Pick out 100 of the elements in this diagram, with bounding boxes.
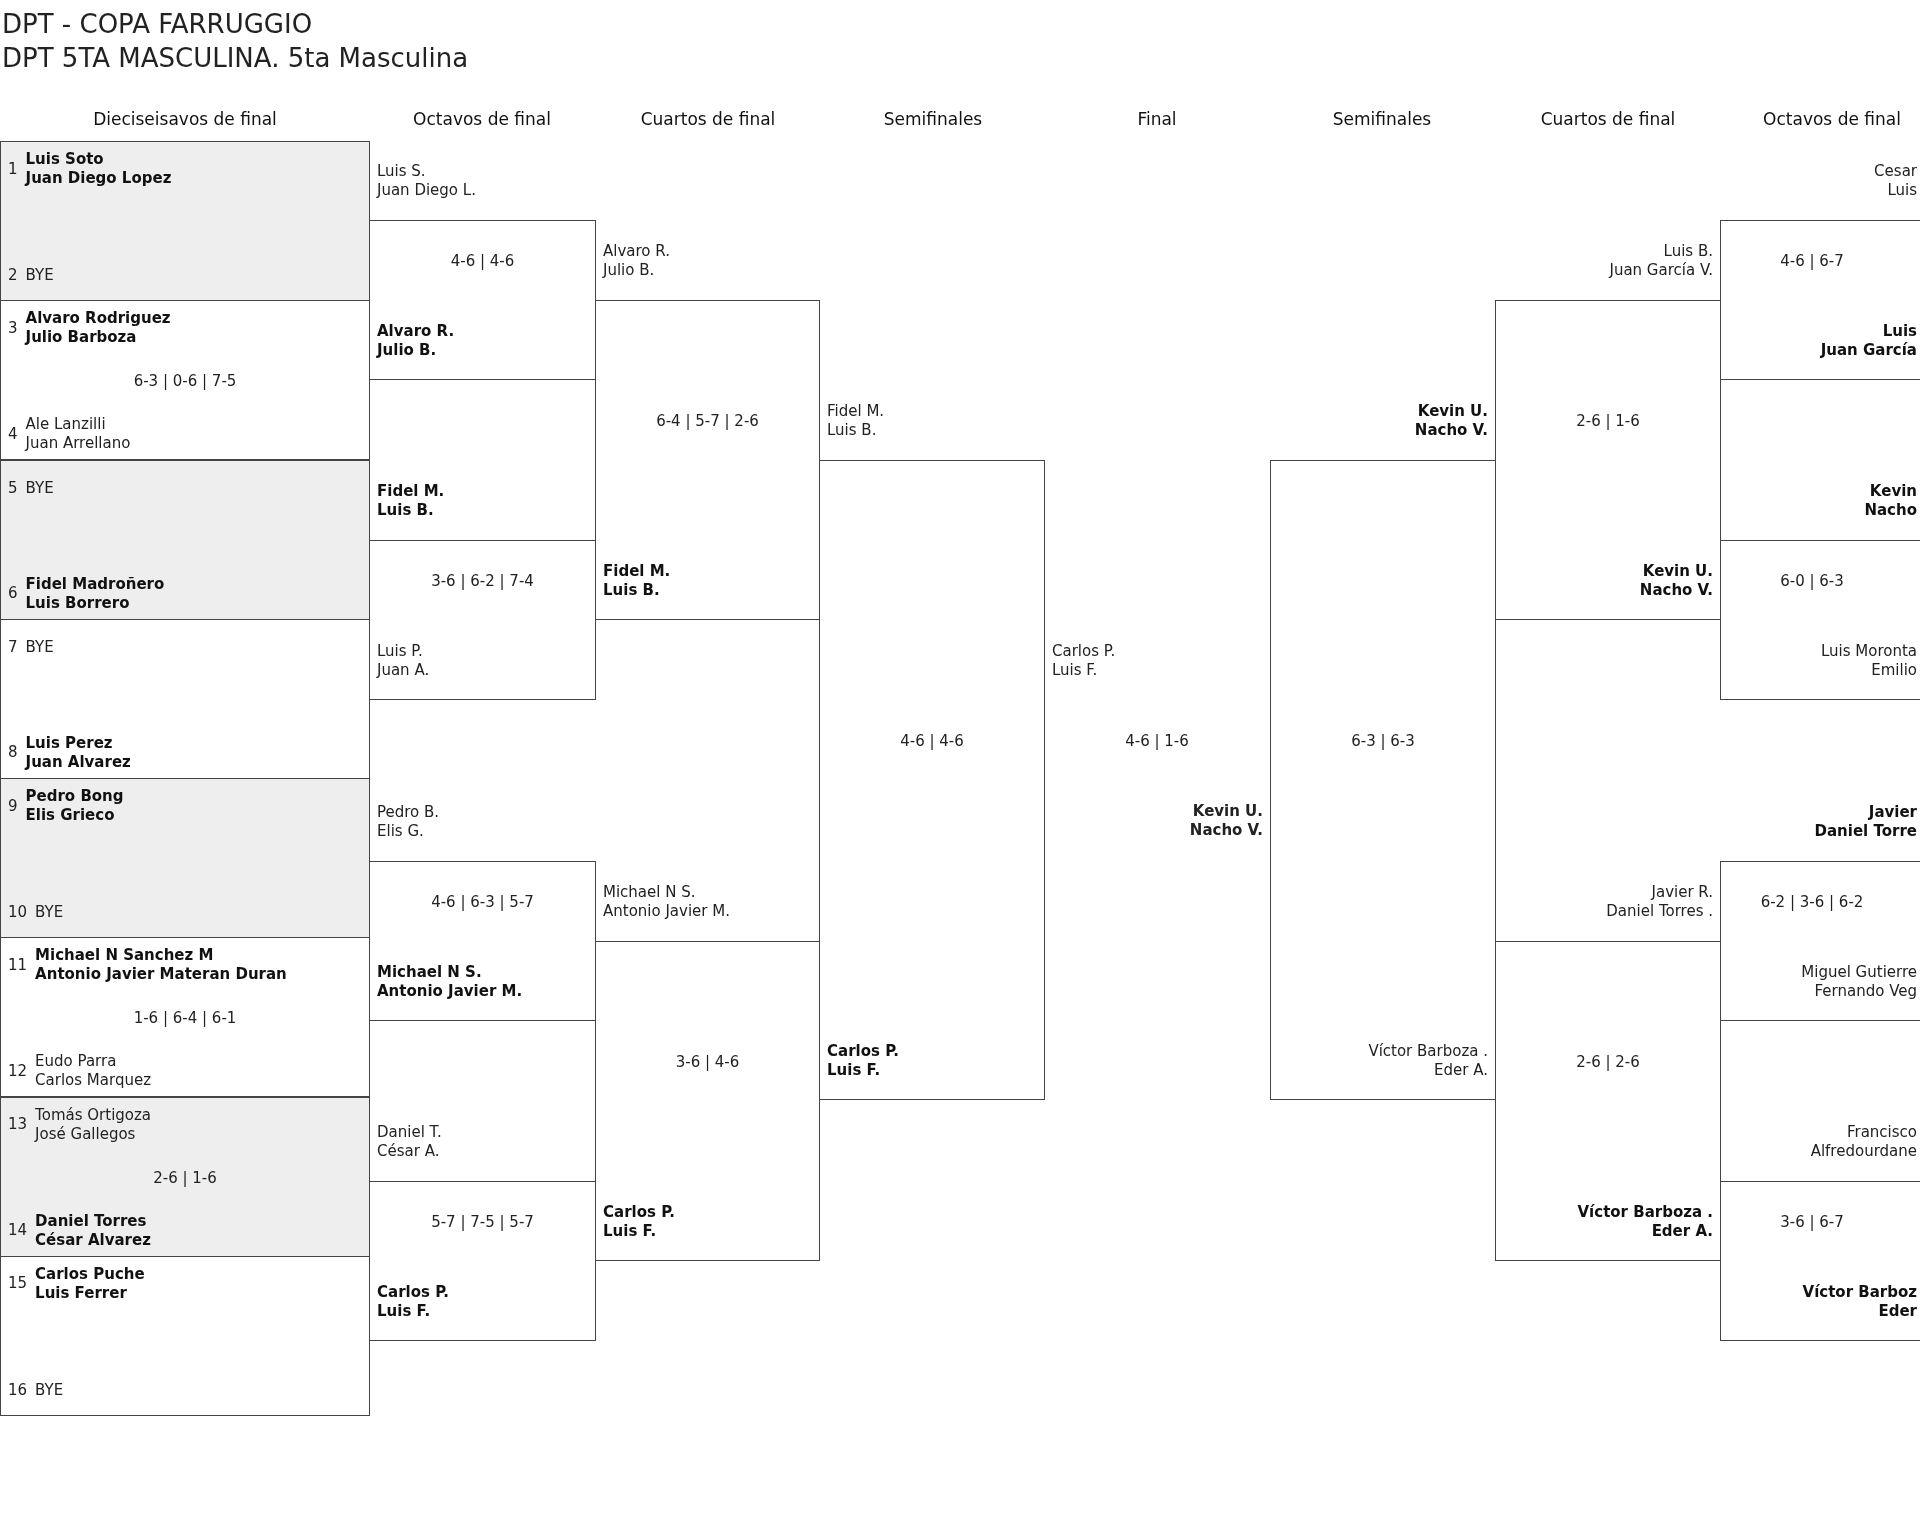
player-name: Julio Barboza <box>25 328 137 348</box>
player-name: Luis Moronta <box>1820 642 1917 662</box>
player-name: Antonio Javier Materan Duran <box>35 965 287 985</box>
player-name: Michael N S. <box>603 882 696 902</box>
match-score: 3-6 | 4-6 <box>675 1052 740 1071</box>
player-name: Juan Arrellano <box>25 434 131 454</box>
player-name: Luis S. <box>377 162 426 181</box>
match-box <box>0 778 370 938</box>
round-header: Octavos de final <box>1763 108 1901 130</box>
player-name: Juan Alvarez <box>25 752 131 772</box>
player-name: Luis Borrero <box>25 593 130 613</box>
seed-number: 14 <box>8 1221 28 1240</box>
match-box <box>0 1096 370 1257</box>
seed-number: 13 <box>8 1115 28 1134</box>
subtitle: DPT 5TA MASCULINA. 5ta Masculina <box>2 41 469 75</box>
player-name: Kevin U. <box>1417 402 1488 421</box>
match-box <box>0 141 370 301</box>
player-name: BYE <box>25 265 54 285</box>
match-score: 6-3 | 6-3 <box>1351 731 1415 751</box>
player-name: Pedro B. <box>377 802 440 822</box>
title: DPT - COPA FARRUGGIO <box>2 8 313 40</box>
seed-number: 8 <box>8 743 18 763</box>
player-name: Julio B. <box>603 261 655 280</box>
player-name: Nacho V. <box>1639 581 1713 600</box>
match-score: 4-6 | 6-7 <box>1780 251 1844 271</box>
player-name: Eder A. <box>1434 1061 1488 1080</box>
match-score: 1-6 | 6-4 | 6-1 <box>133 1008 237 1028</box>
match-score: 4-6 | 6-3 | 5-7 <box>431 892 534 912</box>
player-name: Ale Lanzilli <box>25 415 106 435</box>
player-name: BYE <box>35 902 64 922</box>
player-name: Alfredourdane <box>1810 1141 1917 1161</box>
player-name: Fidel M. <box>827 402 885 421</box>
match-score: 4-6 | 4-6 <box>900 731 964 751</box>
player-name: Daniel Torres <box>35 1211 147 1231</box>
player-name: Eudo Parra <box>35 1052 117 1072</box>
player-name: BYE <box>35 1380 64 1400</box>
player-name: Daniel Torre <box>1814 821 1917 841</box>
player-name: Luis F. <box>827 1061 881 1080</box>
seed-number: 10 <box>8 902 28 922</box>
player-name: César A. <box>377 1141 440 1161</box>
player-name: Luis <box>1887 181 1917 200</box>
player-name: Emilio <box>1871 661 1917 681</box>
player-name: Carlos P. <box>827 1042 900 1061</box>
player-name: Nacho <box>1864 501 1917 521</box>
player-name: Fernando Veg <box>1814 981 1917 1001</box>
round-header: Cuartos de final <box>640 108 776 130</box>
player-name: Fidel M. <box>603 562 671 581</box>
player-name: BYE <box>25 478 54 497</box>
player-name: Alvaro R. <box>377 322 455 341</box>
player-name: Francisco <box>1846 1122 1917 1142</box>
player-name: Víctor Barboza . <box>1368 1042 1488 1061</box>
player-name: Juan García <box>1820 341 1917 360</box>
seed-number: 1 <box>8 159 18 179</box>
seed-number: 3 <box>8 318 18 338</box>
match-box <box>0 1255 370 1416</box>
player-name: Carlos Puche <box>35 1264 145 1284</box>
seed-number: 9 <box>8 796 18 816</box>
match-score: 6-2 | 3-6 | 6-2 <box>1760 892 1864 912</box>
match-box <box>0 937 370 1098</box>
player-name: Elis G. <box>377 821 424 841</box>
player-name: Daniel Torres . <box>1606 901 1713 921</box>
player-name: José Gallegos <box>35 1124 136 1144</box>
seed-number: 2 <box>8 265 18 285</box>
player-name: Luis F. <box>1052 660 1098 680</box>
player-name: Carlos P. <box>603 1202 676 1222</box>
player-name: Eder <box>1878 1301 1917 1321</box>
player-name: Luis F. <box>377 1301 431 1321</box>
seed-number: 12 <box>8 1061 28 1081</box>
player-name: Luis <box>1882 322 1917 341</box>
round-header: Final <box>1137 108 1177 130</box>
player-name: Nacho V. <box>1414 421 1488 440</box>
player-name: Víctor Barboza . <box>1577 1202 1713 1222</box>
player-name: Fidel M. <box>377 482 445 502</box>
player-name: Alvaro Rodriguez <box>25 309 171 329</box>
player-name: Antonio Javier M. <box>377 981 523 1001</box>
player-name: Luis B. <box>1663 242 1713 261</box>
seed-number: 7 <box>8 637 18 657</box>
match-score: 2-6 | 1-6 <box>1576 411 1640 431</box>
seed-number: 4 <box>8 424 18 444</box>
player-name: Elis Grieco <box>25 806 115 825</box>
match-box <box>0 300 370 461</box>
player-name: Carlos P. <box>377 1282 450 1302</box>
player-name: Daniel T. <box>377 1122 442 1142</box>
player-name: Kevin <box>1869 482 1917 502</box>
player-name: Eder A. <box>1651 1221 1713 1241</box>
match-box <box>0 459 370 620</box>
player-name: Luis F. <box>603 1221 657 1241</box>
match-score: 6-0 | 6-3 <box>1780 571 1844 591</box>
match-score: 5-7 | 7-5 | 5-7 <box>431 1212 534 1232</box>
player-name: Luis B. <box>603 581 660 600</box>
match-score: 4-6 | 4-6 <box>450 251 515 271</box>
match-score: 6-4 | 5-7 | 2-6 <box>656 411 759 431</box>
player-name: Luis P. <box>377 642 423 662</box>
round-header: Dieciseisavos de final <box>93 108 277 130</box>
player-name: Javier <box>1868 802 1917 822</box>
player-name: Juan Diego L. <box>377 181 476 200</box>
player-name: Luis B. <box>377 501 434 521</box>
player-name: Fidel Madroñero <box>25 574 165 594</box>
match-score: 4-6 | 1-6 <box>1125 731 1189 751</box>
player-name: Pedro Bong <box>25 787 124 806</box>
